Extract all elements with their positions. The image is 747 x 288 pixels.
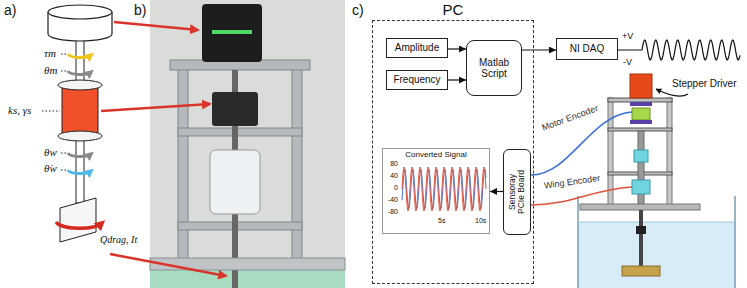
stepper-motor bbox=[630, 74, 652, 98]
velocity-arrow bbox=[68, 170, 91, 173]
motor-encoder-band bbox=[630, 120, 652, 124]
pointer-arrow bbox=[114, 22, 198, 30]
frame-post bbox=[292, 62, 302, 262]
leader-lines bbox=[42, 54, 66, 170]
pointer-arrow bbox=[101, 104, 210, 111]
axis-tick: 80 bbox=[390, 160, 398, 168]
motor-light bbox=[212, 30, 252, 34]
box-label: Sensoray PCIe Board bbox=[508, 166, 527, 218]
axis-tick: 0 bbox=[394, 184, 398, 192]
symbol-label: Qdrag, It bbox=[100, 234, 137, 246]
spring-disk bbox=[58, 131, 102, 141]
photo-encoder bbox=[212, 92, 258, 126]
torque-arrow bbox=[68, 54, 91, 57]
tank-wall bbox=[578, 196, 735, 288]
flow-arrow bbox=[490, 191, 503, 192]
board-box: Sensoray PCIe Board bbox=[503, 149, 531, 235]
axis-tick: -80 bbox=[388, 208, 398, 216]
motor-encoder bbox=[632, 108, 650, 120]
process-box: Matlab Script bbox=[466, 40, 522, 96]
symbol-label: θm bbox=[44, 64, 57, 77]
leader-line bbox=[61, 153, 66, 154]
water bbox=[578, 222, 735, 288]
angle-arrow bbox=[68, 71, 91, 74]
axis-tick: 40 bbox=[390, 172, 398, 180]
rig-base bbox=[580, 204, 700, 210]
box-label: Amplitude bbox=[395, 42, 439, 54]
voltage-label: -V bbox=[623, 57, 632, 67]
photo-background bbox=[150, 0, 345, 288]
rig-plate bbox=[608, 98, 672, 102]
water-surface bbox=[578, 222, 735, 223]
group-box: PCAmplitudeFrequencyMatlab ScriptConvert… bbox=[372, 20, 534, 284]
sine-signal bbox=[618, 40, 740, 60]
photo-coupling bbox=[210, 150, 260, 214]
angle-arrow bbox=[68, 153, 91, 156]
panel-letter: b) bbox=[134, 2, 146, 18]
plot-wave bbox=[402, 167, 486, 211]
wing-rod bbox=[639, 210, 643, 268]
leader-line bbox=[61, 54, 66, 55]
input-box: Amplitude bbox=[386, 38, 448, 58]
daq-box: NI DAQ bbox=[556, 38, 618, 60]
motor-top bbox=[48, 5, 112, 19]
symbol-label: τm bbox=[44, 47, 56, 60]
motor-encoder-band bbox=[630, 102, 652, 106]
spring-coupling bbox=[634, 150, 648, 162]
leader-line bbox=[61, 170, 66, 171]
driver-label: Stepper Driver bbox=[672, 78, 736, 90]
photo-motor bbox=[202, 4, 262, 62]
rig-post bbox=[667, 98, 672, 206]
box-label: Converted Signal bbox=[405, 150, 466, 159]
wire-label: Motor Encoder bbox=[540, 103, 599, 133]
wing bbox=[622, 266, 660, 276]
frame-bar bbox=[178, 222, 302, 230]
driver-arrow bbox=[656, 89, 688, 96]
wing-plate bbox=[60, 198, 96, 242]
input-box: Frequency bbox=[386, 70, 448, 90]
panel-letter: a) bbox=[4, 2, 16, 18]
symbol-label: ks, γs bbox=[8, 104, 31, 117]
symbol-label: θw bbox=[44, 146, 57, 159]
rod-clamp bbox=[636, 226, 646, 234]
flow-arrow bbox=[522, 49, 556, 50]
spring bbox=[62, 86, 98, 134]
photo-water bbox=[150, 270, 345, 288]
wire-label: Wing Encoder bbox=[543, 173, 600, 191]
symbol-label: θ̇w bbox=[44, 162, 57, 175]
wing-encoder bbox=[632, 180, 650, 194]
spring-disk bbox=[58, 80, 102, 90]
panel-letter: c) bbox=[352, 2, 364, 18]
axis-tick: -40 bbox=[388, 196, 398, 204]
frame-post bbox=[178, 62, 188, 262]
frame-bar bbox=[178, 128, 302, 136]
voltage-label: +V bbox=[622, 31, 633, 41]
leader-line bbox=[61, 71, 66, 72]
box-label: NI DAQ bbox=[570, 43, 604, 55]
axis-tick: 10s bbox=[475, 217, 486, 225]
pointer-arrow bbox=[110, 254, 226, 276]
group-heading: PC bbox=[443, 1, 464, 18]
box-label: Frequency bbox=[393, 74, 440, 86]
flow-arrow bbox=[448, 79, 466, 80]
signal-plot: Converted Signal bbox=[382, 148, 490, 234]
flow-arrow bbox=[448, 48, 466, 49]
box-label: Matlab Script bbox=[471, 57, 517, 80]
axis-tick: 5s bbox=[438, 217, 445, 225]
drag-arrow bbox=[56, 222, 102, 228]
leader-line bbox=[42, 111, 60, 112]
